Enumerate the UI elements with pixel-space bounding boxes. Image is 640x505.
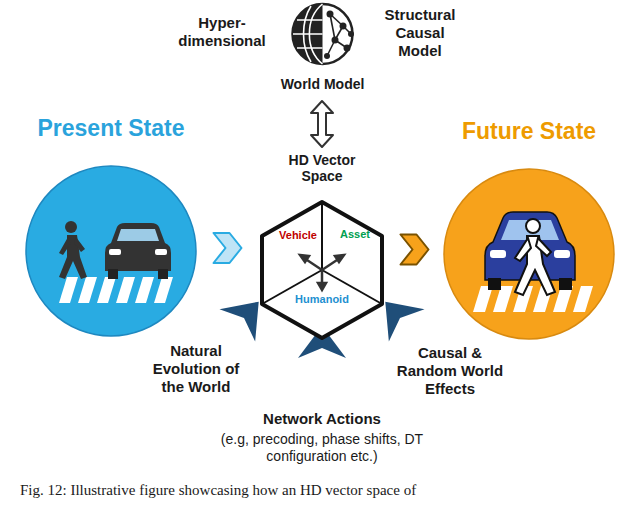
- pedestrian: [59, 221, 87, 279]
- world-model-icon: [275, 0, 370, 70]
- world-model: World Model: [275, 0, 370, 98]
- annotation-label: Structural Causal Model: [374, 6, 466, 60]
- figure-caption: Fig. 12: Illustrative figure showcasing …: [20, 482, 416, 499]
- node-heading: Future State: [462, 118, 596, 144]
- present-state-circle: Present State: [25, 165, 197, 337]
- present-scene: [25, 165, 197, 337]
- flow-arrow: [311, 101, 333, 147]
- flow-arrow: [401, 235, 429, 265]
- flow-arrow: [214, 233, 242, 263]
- future-scene: [443, 168, 615, 340]
- node-heading: Present State: [37, 115, 184, 141]
- axis-label: Asset: [340, 228, 370, 241]
- axis-label: Vehicle: [279, 229, 317, 242]
- axis-label: Humanoid: [295, 293, 349, 306]
- annotation-label: Natural Evolution of the World: [143, 342, 249, 396]
- car: [105, 223, 171, 279]
- annotation-label: (e.g, precoding, phase shifts, DT config…: [186, 431, 458, 465]
- annotation-label: Network Actions: [222, 410, 422, 428]
- annotation-label: Hyper-dimensional: [172, 14, 272, 50]
- pedestrian: [515, 219, 555, 295]
- node-heading: World Model: [281, 76, 365, 92]
- annotation-label: Causal & Random World Effects: [390, 344, 510, 398]
- hd-vector-space: HD Vector SpaceVehicle AssetHumanoid: [258, 150, 386, 340]
- node-heading: HD Vector Space: [280, 152, 364, 184]
- future-state-circle: Future State: [443, 168, 615, 340]
